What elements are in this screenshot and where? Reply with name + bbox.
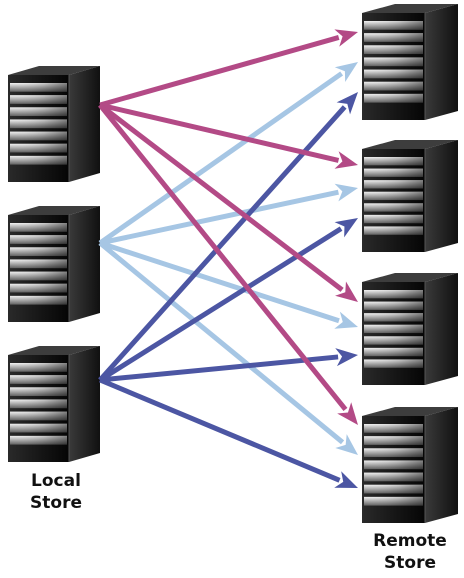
arrow-local1-to-remote4: [98, 103, 358, 425]
arrow-local1-to-remote3: [98, 103, 358, 302]
arrow-local3-to-remote2: [98, 218, 358, 383]
arrow-local2-to-remote2: [99, 183, 358, 246]
connections-layer: [98, 29, 358, 488]
local-store-label-line2: Store: [30, 493, 82, 513]
remote-store-label: Remote Store: [365, 530, 455, 574]
remote-store-label-line2: Store: [384, 553, 436, 573]
local-server-1: [8, 66, 100, 182]
arrow-local1-to-remote2: [99, 102, 358, 169]
remote-store-label-line1: Remote: [373, 531, 447, 551]
arrow-local3-to-remote4: [99, 377, 358, 488]
remote-server-3: [362, 273, 458, 385]
local-server-2: [8, 206, 100, 322]
arrow-local1-to-remote1: [99, 29, 358, 108]
remote-server-2: [362, 140, 458, 252]
arrow-local3-to-remote3: [99, 348, 358, 383]
arrow-local2-to-remote4: [98, 241, 358, 455]
servers-layer: [8, 4, 458, 523]
local-server-3: [8, 346, 100, 462]
arrow-local2-to-remote3: [99, 240, 358, 329]
arrow-local2-to-remote1: [98, 62, 358, 246]
remote-server-4: [362, 407, 458, 523]
local-store-label-line1: Local: [31, 471, 81, 491]
local-store-label: Local Store: [20, 470, 92, 514]
remote-server-1: [362, 4, 458, 120]
